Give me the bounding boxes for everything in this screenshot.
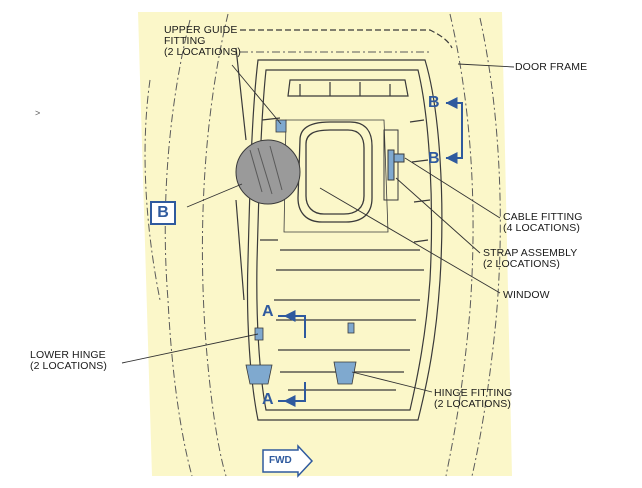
background-panel bbox=[138, 12, 512, 476]
stray-mark: > bbox=[35, 108, 41, 118]
fwd-arrow bbox=[262, 444, 314, 478]
label-cable-fitting: CABLE FITTING (4 LOCATIONS) bbox=[503, 211, 583, 234]
label-upper-guide-fitting: UPPER GUIDE FITTING (2 LOCATIONS) bbox=[164, 24, 241, 58]
fuselage-outline bbox=[144, 13, 501, 477]
hinge-fittings bbox=[245, 322, 357, 385]
label-lower-hinge: LOWER HINGE (2 LOCATIONS) bbox=[30, 349, 107, 372]
section-b-lower-letter: B bbox=[428, 150, 440, 167]
detail-b-circle bbox=[235, 139, 301, 205]
label-hinge-fitting: HINGE FITTING (2 LOCATIONS) bbox=[434, 387, 513, 410]
section-a-upper-letter: A bbox=[262, 303, 274, 320]
label-window: WINDOW bbox=[503, 289, 550, 301]
upper-guide-fitting bbox=[275, 119, 287, 133]
section-cut-b bbox=[445, 97, 463, 164]
section-a-lower-letter: A bbox=[262, 391, 274, 408]
section-cut-a bbox=[278, 310, 306, 407]
label-strap-assembly: STRAP ASSEMBLY (2 LOCATIONS) bbox=[483, 247, 578, 270]
fwd-label: FWD bbox=[269, 455, 292, 466]
section-b-upper-letter: B bbox=[428, 94, 440, 111]
label-door-frame: DOOR FRAME bbox=[515, 61, 588, 73]
leader-lines bbox=[121, 63, 515, 393]
detail-b-box: B bbox=[150, 201, 176, 225]
strap-hardware bbox=[383, 129, 405, 201]
